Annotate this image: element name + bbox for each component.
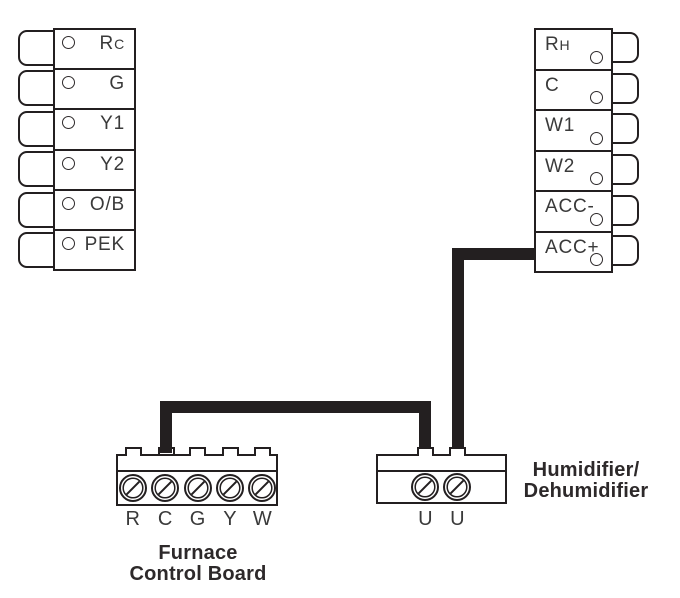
terminal-hole-icon [590,172,603,185]
terminal-hole-icon [590,212,603,226]
terminal-row-rh: RH [536,30,611,71]
furnace-caption-line2: Control Board [129,563,267,585]
humidifier-terminal-label-u1: U [418,508,433,530]
terminal-hole-icon [590,253,603,266]
terminal-row-rc: RC [55,30,134,71]
terminal-label-ob: O/B [89,193,125,215]
humidifier-caption: Humidifier/ Dehumidifier [496,460,676,502]
screw-terminal-icon [443,473,472,502]
furnace-terminal-label-r: R [125,508,140,530]
terminal-row-c: C [536,70,611,111]
board-strip [118,456,276,472]
terminal-hole-icon [590,131,603,145]
terminal-label-c: C [545,74,560,96]
board-pin-tab [253,447,271,456]
terminal-label-acc-plus: ACC+ [545,236,600,258]
thermostat-terminal-block-left: RC G Y1 Y2 O/B PEK [53,28,136,271]
terminal-hole-icon [62,156,75,170]
furnace-terminal-label-c: C [157,508,173,530]
terminal-hole-icon [590,50,603,64]
screw-terminal-icon [118,473,147,502]
terminal-label-rc: RC [99,33,125,54]
humidifier-terminal-label-u2: U [450,508,465,530]
humidifier-caption-line1: Humidifier/ [532,459,640,481]
terminal-label-w1: W1 [545,115,576,136]
furnace-terminal-label-w: W [252,508,272,530]
terminal-row-w1: W1 [536,111,611,152]
screw-terminal-icon [215,473,244,502]
wire-acc-plus-to-humidifier-u [452,248,540,453]
humidifier-caption-line2: Dehumidifier [523,480,649,502]
terminal-row-y2: Y2 [55,150,134,191]
thermostat-terminal-block-right: RH C W1 W2 ACC- ACC+ [534,28,613,273]
terminal-row-acc-plus: ACC+ [536,232,611,271]
terminal-label-rh: RH [545,34,571,55]
terminal-hole-icon [62,76,75,90]
terminal-row-g: G [55,70,134,111]
screw-terminal-icon [248,473,277,502]
terminal-row-pek: PEK [55,230,134,270]
terminal-label-y2: Y2 [100,153,125,175]
board-strip [378,456,505,472]
terminal-hole-icon [590,91,603,104]
board-pin-tab [221,447,239,456]
terminal-row-w2: W2 [536,151,611,192]
screw-terminal-icon [183,473,212,502]
wire-connector-tab [18,110,55,147]
humidifier-terminal-block [376,454,507,504]
furnace-terminal-label-g: G [189,508,206,530]
board-pin-tab-u2 [449,447,467,456]
terminal-label-g: G [109,73,125,95]
terminal-hole-icon [62,116,75,130]
board-pin-tab [125,447,142,456]
wire-connector-tab [18,232,55,268]
screw-terminal-icon [411,473,440,502]
wire-connector-tab [18,151,55,187]
terminal-label-w2: W2 [545,155,576,177]
wire-furnace-c-to-humidifier-u [160,401,431,453]
board-pin-tab [189,447,206,456]
board-pin-tab-c [157,447,175,456]
terminal-label-pek: PEK [84,233,125,255]
terminal-label-y1: Y1 [100,113,125,135]
terminal-hole-icon [62,196,75,210]
terminal-hole-icon [62,36,75,49]
screw-terminal-icon [151,473,180,502]
furnace-terminal-label-y: Y [223,508,237,530]
furnace-caption-line1: Furnace [158,542,238,564]
terminal-label-acc-minus: ACC- [545,196,595,217]
terminal-row-y1: Y1 [55,110,134,151]
terminal-row-ob: O/B [55,190,134,231]
terminal-row-acc-minus: ACC- [536,192,611,233]
furnace-caption: Furnace Control Board [98,543,298,585]
board-pin-tab-u1 [416,447,434,456]
terminal-hole-icon [62,236,75,250]
